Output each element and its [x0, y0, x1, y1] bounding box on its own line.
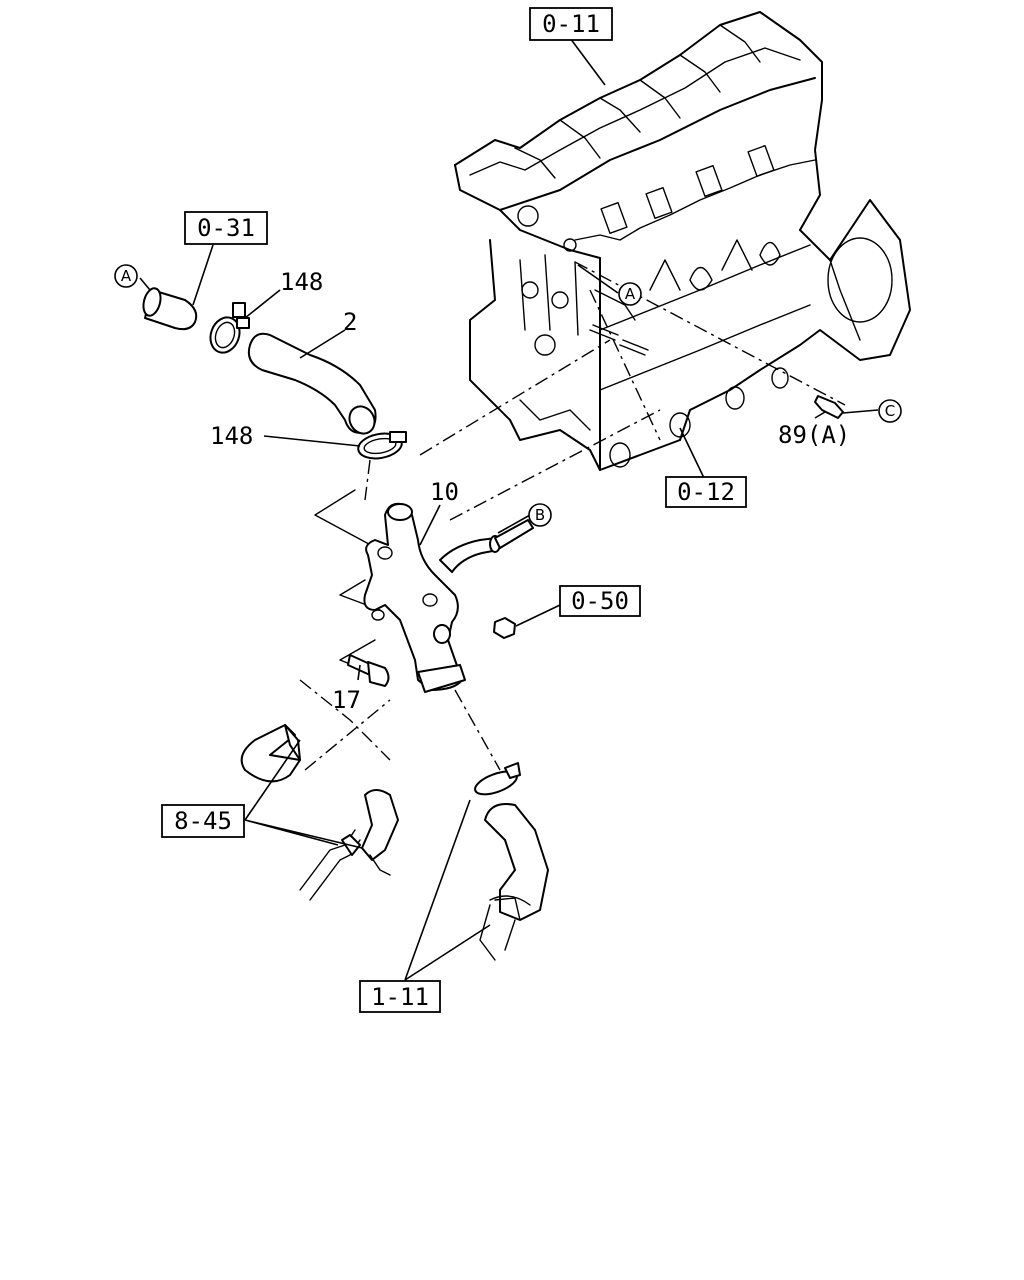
ref-label-0-11: 0-11 — [542, 10, 600, 38]
leader-0-11 — [569, 37, 606, 86]
part-label-10: 10 — [430, 478, 459, 506]
svg-text:C: C — [885, 402, 895, 420]
guide-lines — [314, 489, 381, 671]
connector-b: B — [528, 503, 552, 527]
ref-label-0-31: 0-31 — [197, 214, 255, 242]
hoses-1-11 — [474, 762, 549, 961]
fitting-part-89a — [814, 395, 844, 419]
hose-clamp-148-top — [209, 302, 250, 354]
assembly-line-17 — [299, 679, 391, 761]
part-label-148-top: 148 — [280, 268, 323, 296]
assembly-line-148 — [364, 459, 371, 501]
bolt-part-17 — [347, 654, 390, 687]
svg-text:A: A — [121, 267, 132, 285]
hose-clamp-148-mid — [357, 431, 407, 460]
leader-89a — [814, 411, 826, 419]
leader-a-left — [139, 277, 151, 291]
part-label-89a: 89(A) — [778, 421, 850, 449]
sleeve-part — [142, 287, 198, 331]
ref-box-8-45[interactable]: 8-45 — [161, 804, 245, 838]
ref-label-8-45: 8-45 — [174, 807, 232, 835]
hose-part-2 — [247, 332, 377, 435]
part-label-17: 17 — [332, 686, 361, 714]
ref-box-1-11[interactable]: 1-11 — [359, 980, 441, 1013]
leader-148-top — [244, 289, 281, 319]
leader-c — [842, 409, 879, 414]
leader-1-11 — [404, 799, 491, 981]
leader-10 — [419, 504, 441, 546]
assembly-line-10-upper — [419, 339, 611, 456]
ref-box-0-11[interactable]: 0-11 — [529, 7, 613, 41]
leader-b — [497, 514, 531, 534]
ref-box-0-31[interactable]: 0-31 — [184, 211, 268, 245]
ref-box-0-12[interactable]: 0-12 — [665, 476, 747, 508]
leader-17 — [357, 664, 361, 681]
ref-box-0-50[interactable]: 0-50 — [559, 585, 641, 617]
ref-label-0-12: 0-12 — [677, 478, 735, 506]
connector-a-block: A — [618, 282, 642, 306]
assembly-line-c — [574, 261, 846, 406]
part-label-2: 2 — [343, 308, 357, 336]
assembly-line-10-lower — [449, 409, 661, 521]
ref-label-1-11: 1-11 — [371, 983, 429, 1011]
leader-8-45 — [244, 739, 363, 849]
pipe-to-b — [494, 519, 534, 549]
hoses-8-45 — [240, 724, 399, 901]
engine-block — [454, 11, 911, 471]
assembly-line-block — [589, 289, 661, 441]
connector-c: C — [878, 399, 902, 423]
leader-0-50 — [515, 604, 561, 627]
part-label-148-mid: 148 — [210, 422, 253, 450]
connector-a-left: A — [114, 264, 138, 288]
ref-label-0-50: 0-50 — [571, 587, 629, 615]
assembly-line-845 — [304, 699, 391, 771]
leader-2 — [299, 329, 346, 359]
assembly-line-111 — [454, 689, 501, 771]
thermostat-housing-part-10 — [363, 502, 516, 693]
leader-0-31 — [192, 244, 214, 306]
svg-text:B: B — [535, 506, 545, 524]
leader-a-block — [577, 264, 619, 294]
leader-0-12 — [679, 427, 705, 479]
leader-148-mid — [263, 435, 361, 447]
svg-text:A: A — [625, 285, 636, 303]
